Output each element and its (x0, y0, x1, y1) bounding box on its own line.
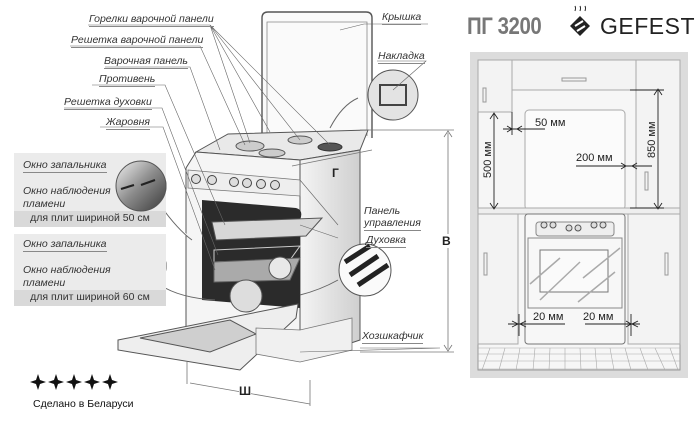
inset-60-igniter: Окно запальника (23, 238, 107, 252)
made-in-belarus: Сделано в Беларуси (33, 398, 134, 410)
label-lid: Крышка (382, 11, 422, 25)
label-hob-grate: Решетка варочной панели (71, 34, 204, 48)
dimension-depth: Г (332, 166, 339, 180)
installation-drawing (470, 52, 688, 378)
inset-50-igniter: Окно запальника (23, 159, 107, 173)
dimension-height: В (442, 234, 451, 248)
inset-60-caption: для плит шириной 60 см (14, 290, 166, 306)
label-control-panel-2: управления (364, 217, 421, 231)
label-oven: Духовка (366, 234, 407, 248)
label-baking-tray: Противень (99, 73, 156, 87)
brand-name: GEFEST (600, 13, 696, 39)
gap-left: 20 мм (533, 311, 564, 323)
gap-right: 20 мм (583, 311, 614, 323)
leader-lines (64, 23, 441, 353)
gefest-logo-icon (570, 5, 590, 36)
dimension-width: Ш (239, 384, 252, 398)
label-storage-drawer: Хозшкафчик (362, 330, 424, 344)
model-title: ПГ 3200 (467, 13, 542, 40)
hob-top (194, 129, 369, 161)
lid (261, 11, 373, 140)
label-hob: Варочная панель (104, 55, 188, 69)
cabinet-height: 500 мм (482, 141, 494, 178)
inset-50-flame-1: Окно наблюдения (23, 185, 111, 197)
clearance-side: 50 мм (535, 117, 566, 129)
overlay-detail-circle (367, 69, 419, 121)
label-control-panel-1: Панель (364, 205, 401, 217)
inset-60-flame-1: Окно наблюдения (23, 264, 111, 276)
label-overlay: Накладка (378, 50, 425, 64)
stove-body (117, 149, 361, 371)
window-detail-circle (229, 279, 263, 313)
label-oven-grate: Решетка духовки (64, 96, 152, 110)
inset-60-flame-2: пламени (23, 277, 66, 289)
hood-height: 850 мм (646, 121, 658, 158)
inset-50-caption: для плит шириной 50 см (14, 211, 166, 227)
label-roasting-pan: Жаровня (106, 116, 151, 130)
clearance-top: 200 мм (576, 152, 613, 164)
inset-60-box (14, 234, 166, 290)
label-burners: Горелки варочной панели (89, 13, 214, 27)
belarus-ornament-icon (30, 374, 118, 390)
inset-50-flame-2: пламени (23, 198, 66, 210)
